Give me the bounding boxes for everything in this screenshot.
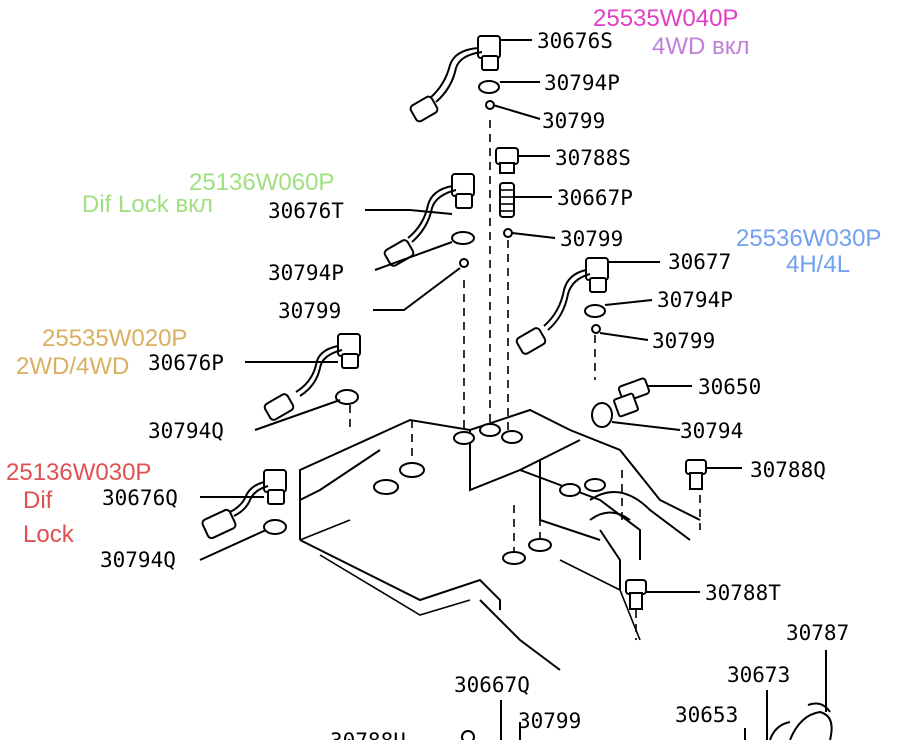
- callout-25136W060P-desc: Dif Lock вкл: [82, 191, 213, 218]
- leader-lines: [199, 39, 827, 740]
- label-30677: 30677: [668, 250, 731, 274]
- ball-30799-second: [503, 228, 513, 238]
- label-30794Q-b: 30794Q: [100, 548, 176, 572]
- label-30650: 30650: [698, 375, 761, 399]
- label-30653: 30653: [675, 703, 738, 727]
- label-30676T: 30676T: [268, 199, 344, 223]
- label-30787: 30787: [786, 621, 849, 645]
- switch-30676Q: [201, 469, 287, 540]
- label-30676S: 30676S: [537, 29, 613, 53]
- callout-25136W060P-code: 25136W060P: [189, 169, 334, 196]
- washer-30794Q-second: [263, 519, 287, 535]
- label-30799-c: 30799: [652, 329, 715, 353]
- washer-30794P-third: [584, 304, 606, 318]
- spring-30667P: [499, 182, 515, 218]
- label-30799-d: 30799: [278, 299, 341, 323]
- washer-30794P-second: [451, 231, 475, 245]
- label-30676P: 30676P: [148, 351, 224, 375]
- label-30794Q-a: 30794Q: [148, 419, 224, 443]
- callout-25136W030P-code: 25136W030P: [6, 459, 151, 486]
- plug-30788T: [625, 579, 647, 610]
- ball-30799-third: [459, 258, 469, 268]
- label-30794: 30794: [680, 419, 743, 443]
- label-30667P: 30667P: [557, 186, 633, 210]
- washer-30794P-top: [478, 80, 500, 94]
- label-30799-b: 30799: [560, 227, 623, 251]
- callout-25136W030P-desc-line1: Dif: [23, 487, 53, 514]
- label-30799-a: 30799: [542, 109, 605, 133]
- sensor-30650: [613, 377, 651, 418]
- label-30667Q: 30667Q: [454, 673, 530, 697]
- switch-30676S: [409, 35, 501, 123]
- label-30788S: 30788S: [555, 146, 631, 170]
- plug-30788S: [495, 147, 519, 174]
- parts-bottom-right: [461, 702, 833, 740]
- switch-30676T: [383, 173, 475, 267]
- assembly-lines: [349, 120, 701, 640]
- label-30788U: 30788U: [330, 729, 406, 740]
- ball-30799-top: [485, 100, 495, 110]
- transfer-case-housing: [299, 408, 701, 671]
- callout-25136W030P-desc-line2: Lock: [23, 521, 75, 548]
- label-30799-e: 30799: [518, 709, 581, 733]
- label-30794P-a: 30794P: [544, 71, 620, 95]
- callout-25535W040P-code: 25535W040P: [593, 5, 738, 32]
- callout-25535W020P-code: 25535W020P: [42, 325, 187, 352]
- label-30788Q: 30788Q: [750, 458, 826, 482]
- callouts: 25535W040P 4WD вкл 25136W060P Dif Lock в…: [6, 5, 881, 548]
- washer-30794: [591, 402, 613, 428]
- ball-30799-fourth: [591, 324, 601, 334]
- label-30788T: 30788T: [705, 581, 781, 605]
- washer-30794Q-first: [335, 389, 359, 405]
- switch-30676P: [263, 333, 361, 421]
- callout-25536W030P-desc: 4H/4L: [786, 251, 850, 278]
- callout-25535W040P-desc: 4WD вкл: [652, 33, 750, 60]
- plug-30788Q: [685, 459, 707, 490]
- label-30794P-b: 30794P: [268, 261, 344, 285]
- part-labels: 30676S 30794P 30799 30788S 30667P 30676T…: [100, 29, 849, 740]
- switch-30677: [515, 257, 609, 355]
- label-30676Q: 30676Q: [102, 486, 178, 510]
- label-30673: 30673: [727, 663, 790, 687]
- housing-ports: [373, 423, 606, 565]
- callout-25536W030P-code: 25536W030P: [736, 225, 881, 252]
- label-30794P-c: 30794P: [657, 288, 733, 312]
- callout-25535W020P-desc: 2WD/4WD: [16, 353, 129, 380]
